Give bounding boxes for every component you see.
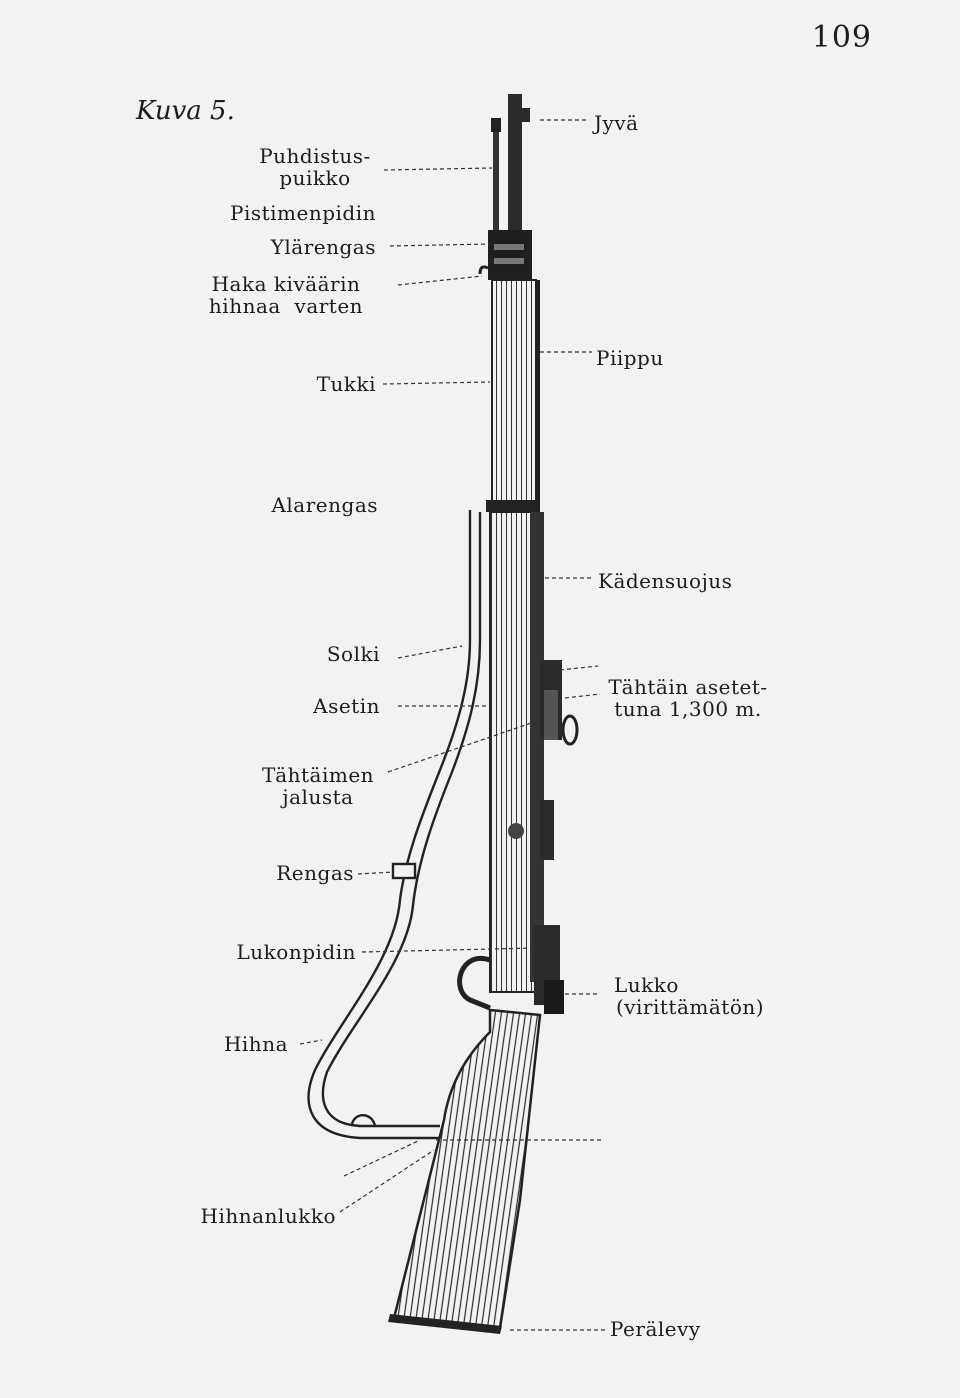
- page-number: 109: [811, 20, 872, 55]
- lower-band-drawing: [486, 500, 540, 512]
- mid-stock-drawing: [489, 511, 579, 1014]
- label-tahtain: Tähtäin asetet- tuna 1,300 m.: [608, 675, 768, 721]
- label-haka: Haka kiväärin hihnaa varten: [208, 272, 364, 318]
- leader-lines: [299, 119, 606, 1331]
- label-tukki: Tukki: [316, 372, 376, 396]
- trigger-guard-drawing: [457, 955, 491, 1011]
- cleaning-rod-drawing: [491, 118, 501, 232]
- upper-band-drawing: [478, 230, 532, 280]
- label-rengas: Rengas: [276, 861, 354, 885]
- label-jyva: Jyvä: [594, 111, 639, 135]
- label-hihnanlukko: Hihnanlukko: [200, 1204, 336, 1228]
- label-piippu: Piippu: [596, 346, 664, 370]
- butt-plate-drawing: [388, 1314, 502, 1334]
- label-ylarengas: Ylärengas: [270, 235, 376, 259]
- label-alarengas: Alarengas: [271, 493, 378, 517]
- label-hihna: Hihna: [223, 1032, 288, 1056]
- label-lukonpidin: Lukonpidin: [236, 940, 356, 964]
- fore-end-drawing: [491, 279, 540, 511]
- muzzle-drawing: [508, 94, 530, 244]
- label-lukko: Lukko (virittämätön): [614, 973, 765, 1019]
- label-puhdistuspuikko: Puhdistus- puikko: [259, 144, 371, 190]
- label-peralevy: Perälevy: [610, 1317, 701, 1341]
- label-asetin: Asetin: [313, 694, 380, 718]
- butt-stock-drawing: [392, 1008, 542, 1330]
- label-kadensuojus: Kädensuojus: [598, 569, 733, 593]
- figure-title: Kuva 5.: [136, 96, 235, 126]
- label-tahtaimen-jalusta: Tähtäimen jalusta: [261, 763, 375, 809]
- label-solki: Solki: [326, 642, 380, 666]
- sling-drawing: [307, 510, 482, 1140]
- label-pistimenpidin: Pistimenpidin: [229, 201, 376, 225]
